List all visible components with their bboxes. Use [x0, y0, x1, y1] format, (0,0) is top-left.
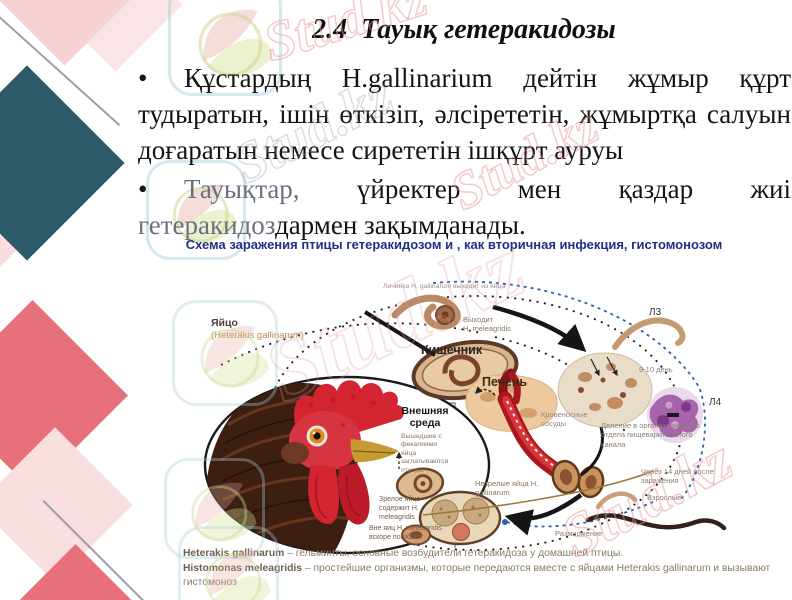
label-l4: Л4: [709, 397, 722, 408]
label-adults: Взрослые: [647, 493, 682, 502]
label-9-10-days: 9-10 день: [639, 365, 673, 374]
immature-eggs-pair: [551, 459, 605, 499]
hatching-larva-worm: [391, 294, 461, 330]
adult-worms: [585, 491, 727, 531]
studkz-logo-watermark: [172, 300, 278, 406]
label-blood-vessels: Кровеносные сосуды: [541, 410, 588, 429]
studkz-logo-watermark: [146, 160, 246, 260]
caption-line-3: гистомоноз: [183, 577, 237, 588]
label-l3: Л3: [649, 307, 662, 318]
rooster-photo-circle: [203, 375, 491, 555]
l3-worm: [612, 317, 686, 350]
label-environment: Внешняя среда: [401, 405, 449, 430]
egg-with-coil: [395, 467, 445, 501]
small-egg: [401, 524, 431, 546]
arrow-egg-to-tissue: [492, 304, 587, 353]
rooster-beak: [350, 439, 399, 463]
bullet2-line1: •Тауықтар, үйректер мен қаздар жиі: [138, 171, 791, 207]
label-outside-eggs: Вне яиц H. meleagridis вскоре погибают: [369, 525, 442, 541]
arrow-tissue-to-eggs: [580, 426, 604, 477]
label-swallowed: Вышедшие с фекалиями яйца заглатываются …: [401, 433, 449, 474]
decor-diamond-teal: [0, 65, 125, 261]
label-larva-exits: Личинка H. gallinarum выходит из яйца: [383, 283, 506, 290]
label-egg: Яйцо (Heterakis gallinarum): [211, 317, 304, 342]
bullet1-line3: доғаратын немесе сирететін ішқұрт ауруы: [138, 135, 624, 165]
bullet1-line1: •Құстардың H.gallinarium дейтін жұмыр құ…: [138, 60, 791, 96]
mature-egg-two-cell: [418, 490, 502, 546]
label-mature-egg: Зрелое яйцо содержит H. meleagridis: [379, 496, 421, 521]
label-liver: Печень: [482, 375, 528, 389]
bullet2-line2: гетеракидоздармен зақымданады.: [138, 210, 526, 240]
bullet-marker: •: [138, 174, 148, 204]
figure-caption: Heterakis gallinarum – гельминты, основн…: [183, 548, 771, 588]
label-after-14-days: Через 14 дней после заражения: [641, 467, 714, 486]
label-exits: Выходит H. meleagridis: [463, 315, 511, 334]
label-reproduction: Размножение: [555, 529, 603, 538]
lifecycle-artwork: [203, 280, 727, 555]
slide-title: 2.4 Тауық гетеракидозы: [312, 14, 616, 45]
studkz-logo-watermark: [168, 0, 282, 96]
lifecycle-diagram: Яйцо (Heterakis gallinarum) Личинка H. g…: [183, 255, 758, 555]
caption-term-2: Histomonas meleagridis: [183, 562, 303, 574]
l4-histology-circle: [647, 387, 703, 443]
bullet1-line2: тудыратын, ішін өткізіп, әлсірететін, жұ…: [138, 99, 791, 129]
caption-term-1: Heterakis gallinarum: [183, 548, 285, 559]
label-division: Деление в органах среднего отдела пищева…: [601, 421, 700, 449]
ground-line: [422, 470, 654, 516]
slide-body: •Құстардың H.gallinarium дейтін жұмыр құ…: [138, 60, 791, 243]
bullet-marker: •: [138, 63, 148, 93]
egg-connector-line: [363, 310, 437, 357]
blue-dot: [502, 519, 508, 525]
label-immature-eggs: Незрелые яйца H. gallinarum: [475, 479, 539, 498]
arrow-eggs-to-mature-egg: [504, 493, 583, 536]
label-intestine: Кишечник: [421, 343, 483, 357]
studkz-logo-watermark: [164, 458, 265, 559]
figure-heading: Схема заражения птицы гетеракидозом и , …: [185, 237, 723, 252]
tissue-histology-oval: [557, 352, 653, 428]
studkz-logo-watermark: [178, 526, 279, 600]
